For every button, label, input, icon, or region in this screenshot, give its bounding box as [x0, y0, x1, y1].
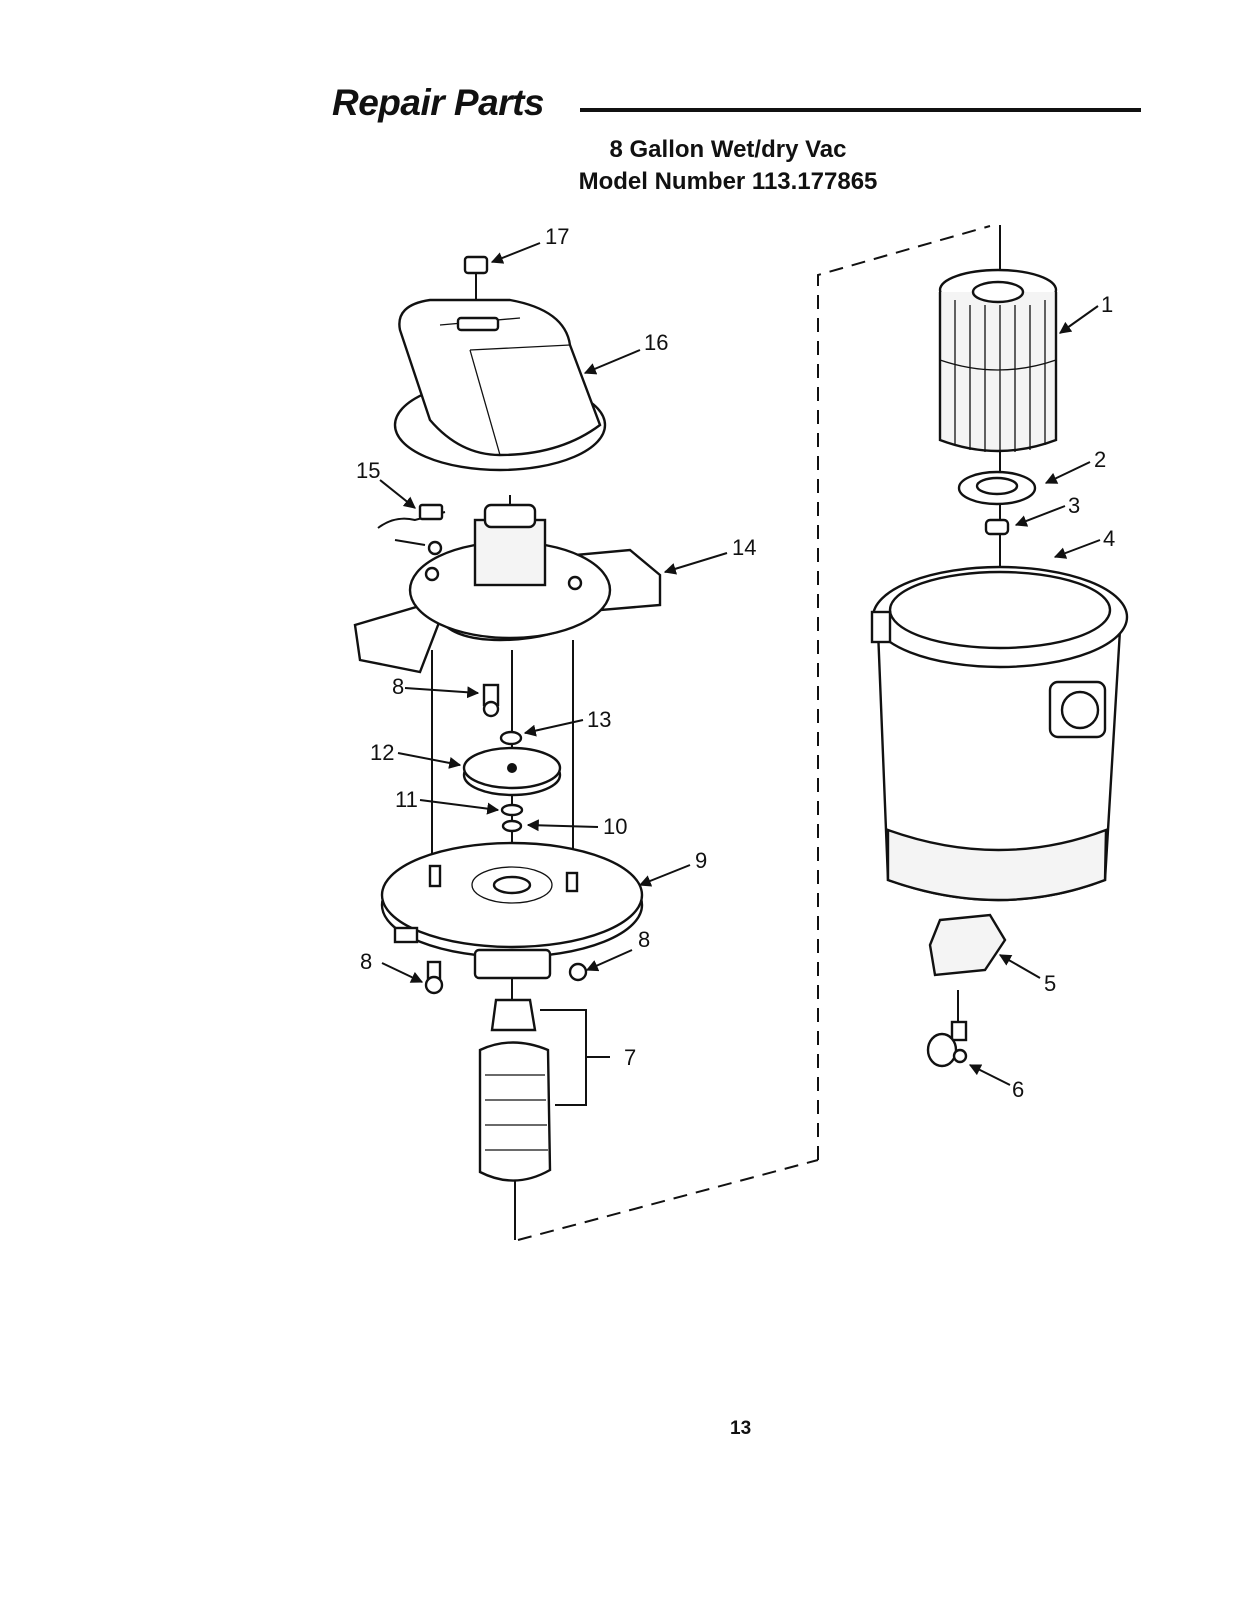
callout-15: 15 — [356, 458, 380, 483]
nut-part — [501, 732, 521, 744]
spacer-part — [503, 821, 521, 831]
callout-13: 13 — [587, 707, 611, 732]
callout-6: 6 — [1012, 1077, 1024, 1102]
callout-5: 5 — [1044, 971, 1056, 996]
callout-16: 16 — [644, 330, 668, 355]
screw-lower-right-part — [570, 964, 586, 980]
callout-8-lower-right: 8 — [638, 927, 650, 952]
washer-part — [502, 805, 522, 815]
caster-part — [928, 990, 966, 1066]
filter-nut-part — [986, 520, 1008, 534]
callout-12: 12 — [370, 740, 394, 765]
float-cage-part — [480, 1000, 610, 1181]
callout-11: 11 — [395, 787, 418, 812]
page-number: 13 — [730, 1418, 751, 1440]
motor-plate-part — [382, 843, 642, 978]
callout-14: 14 — [732, 535, 756, 560]
callout-1: 1 — [1101, 292, 1113, 317]
motor-assembly-part — [355, 495, 660, 672]
callout-17: 17 — [545, 224, 569, 249]
screw-upper-part — [484, 685, 498, 716]
impeller-part — [464, 748, 560, 795]
collection-tank-part — [872, 567, 1127, 900]
cartridge-filter-part — [940, 270, 1056, 452]
callout-3: 3 — [1068, 493, 1080, 518]
callout-8-lower-left: 8 — [360, 949, 372, 974]
filter-retainer-inner — [977, 478, 1017, 494]
callout-2: 2 — [1094, 447, 1106, 472]
screw-lower-left-part — [426, 962, 442, 993]
callout-8-upper: 8 — [392, 674, 404, 699]
motor-cover-part — [395, 300, 605, 470]
callout-7: 7 — [624, 1045, 636, 1070]
cord-clamp-part — [378, 505, 445, 554]
callout-4: 4 — [1103, 526, 1115, 551]
caster-mount-part — [930, 915, 1005, 975]
callout-10: 10 — [603, 814, 627, 839]
callout-9: 9 — [695, 848, 707, 873]
